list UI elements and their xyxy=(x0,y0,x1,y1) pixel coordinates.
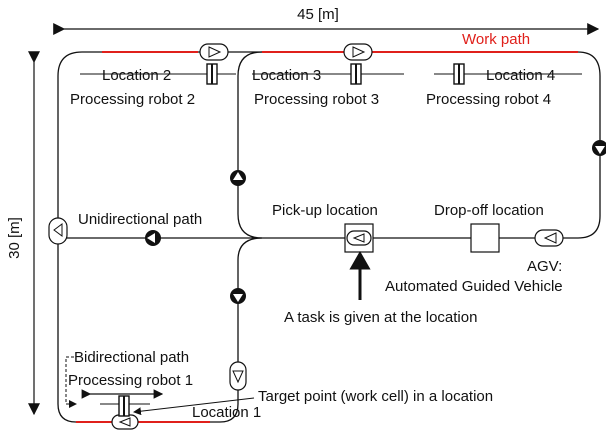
agv-vehicle-icon xyxy=(343,43,373,61)
filled-circle-arrow-icon xyxy=(592,140,606,156)
dropoff-location-box xyxy=(470,223,500,253)
task-label: A task is given at the location xyxy=(284,309,477,326)
dropoff-location-label: Drop-off location xyxy=(434,202,544,219)
location-4-label: Location 4 xyxy=(486,67,555,84)
processing-robot-3-label: Processing robot 3 xyxy=(254,91,379,108)
width-dimension-label: 45 [m] xyxy=(297,6,339,23)
location-2-label: Location 2 xyxy=(102,67,171,84)
agv-label-line1: AGV: xyxy=(527,258,562,275)
processing-robot-2-label: Processing robot 2 xyxy=(70,91,195,108)
unidirectional-path-label: Unidirectional path xyxy=(78,211,202,228)
processing-robot-4-label: Processing robot 4 xyxy=(426,91,551,108)
pickup-location-label: Pick-up location xyxy=(272,202,378,219)
processing-robot-1-label: Processing robot 1 xyxy=(68,372,193,389)
filled-circle-arrow-icon xyxy=(230,288,246,304)
height-dimension-label: 30 [m] xyxy=(6,217,23,259)
agv-vehicle-icon xyxy=(111,414,139,430)
work-path-label: Work path xyxy=(462,31,530,48)
filled-circle-arrow-icon xyxy=(145,230,161,246)
agv-vehicle-icon xyxy=(229,361,247,391)
bidirectional-path-label: Bidirectional path xyxy=(74,349,189,366)
agv-vehicle-icon xyxy=(534,229,564,247)
agv-vehicle-icon xyxy=(346,230,372,246)
agv-vehicle-icon xyxy=(48,217,68,245)
filled-circle-arrow-icon xyxy=(230,170,246,186)
target-point-label: Target point (work cell) in a location xyxy=(258,388,493,405)
target-point-arrow xyxy=(133,397,255,416)
agv-label-line2: Automated Guided Vehicle xyxy=(385,278,563,295)
location-1-label: Location 1 xyxy=(192,404,261,421)
bidirectional-indicator xyxy=(65,356,77,408)
agv-vehicle-icon xyxy=(199,43,229,61)
location-3-label: Location 3 xyxy=(252,67,321,84)
task-arrow xyxy=(349,250,371,300)
